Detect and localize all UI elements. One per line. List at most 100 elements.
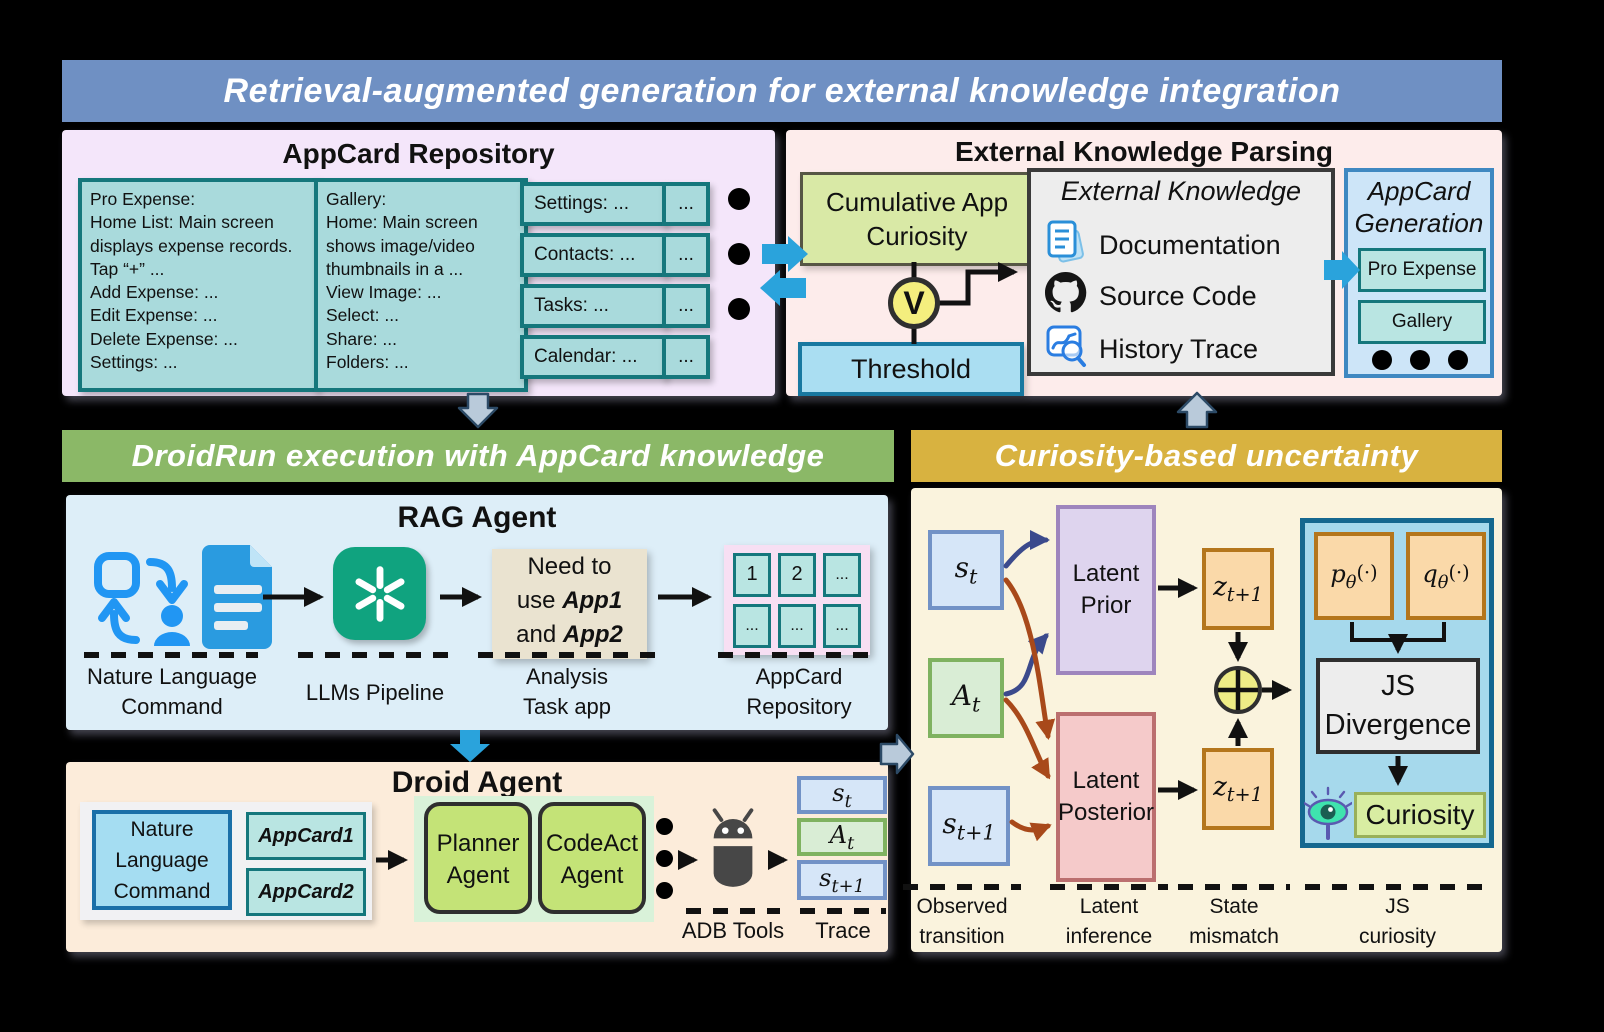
card-line: Edit Expense: ...: [90, 305, 218, 326]
arrow-repository-to-droidrun: [457, 392, 499, 429]
droidrun-banner-label: DroidRun execution with AppCard knowledg…: [131, 438, 825, 473]
external-knowledge-title: External Knowledge: [1060, 176, 1302, 206]
adb-tools-label: ADB Tools: [681, 918, 785, 943]
top-banner-label: Retrieval-augmented generation for exter…: [223, 71, 1341, 110]
threshold-box: Threshold: [798, 342, 1024, 396]
droidrun-banner: DroidRun execution with AppCard knowledg…: [62, 430, 894, 482]
grid-cell: 2: [778, 552, 816, 597]
agents-more-dot: [656, 850, 673, 867]
comparator-circle: V: [888, 277, 940, 329]
latent-prior-z-box: zt+1: [1202, 548, 1274, 630]
agents-more-dot: [656, 882, 673, 899]
top-banner: Retrieval-augmented generation for exter…: [62, 60, 1502, 122]
calendar-ellipsis-card: ...: [662, 335, 710, 379]
generation-more-dot: [1372, 350, 1392, 370]
pro-expense-appcard: Pro Expense: Home List: Main screen disp…: [78, 178, 318, 392]
grid-cell: ...: [778, 603, 816, 648]
agents-more-dot: [656, 818, 673, 835]
divider: [478, 652, 656, 658]
divider: [84, 652, 258, 658]
card-line: Settings: ...: [90, 351, 178, 372]
droid-nl-command-box: Nature Language Command: [92, 810, 232, 910]
settings-ellipsis-card: ...: [662, 182, 710, 226]
history-trace-label: History Trace: [1099, 334, 1259, 364]
card-line: Select: ...: [326, 305, 399, 326]
curiosity-banner-label: Curiosity-based uncertainty: [994, 438, 1419, 473]
contacts-ellipsis-card: ...: [662, 233, 710, 277]
divider: [1305, 884, 1490, 890]
divider: [298, 652, 450, 658]
tasks-appcard: Tasks: ...: [520, 284, 666, 328]
mini-repository-grid: 1 2 ... ... ... ...: [724, 545, 870, 655]
llms-pipeline-label: LLMs Pipeline: [305, 680, 445, 705]
more-cards-dot: [728, 298, 750, 320]
generation-title-line2: Generation: [1354, 208, 1484, 238]
q-theta-box: qθ(·): [1406, 532, 1486, 620]
grid-cell: 1: [733, 552, 771, 597]
trace-state-t-box: st: [797, 776, 887, 814]
arrow-curiosity-to-parsing: [1176, 391, 1218, 429]
gallery-appcard: Gallery: Home: Main screen shows image/v…: [314, 178, 528, 392]
more-cards-dot: [728, 243, 750, 265]
appcard2-box: AppCard2: [246, 868, 366, 916]
trace-label: Trace: [815, 918, 871, 943]
contacts-appcard: Contacts: ...: [520, 233, 666, 277]
divider: [1178, 884, 1290, 890]
external-knowledge-box: External Knowledge Documentation Source …: [1027, 168, 1335, 376]
trace-state-t1-box: st+1: [797, 860, 887, 900]
divider: [1050, 884, 1168, 890]
trace-action-t-box: At: [797, 818, 887, 856]
divider: [800, 908, 886, 914]
calendar-appcard: Calendar: ...: [520, 335, 666, 379]
github-icon: [1045, 272, 1087, 321]
state-t1-box: st+1: [928, 786, 1010, 866]
generation-more-dot: [1448, 350, 1468, 370]
parsing-title: External Knowledge Parsing: [954, 136, 1334, 167]
exchange-icon: [92, 548, 202, 657]
repository-title: AppCard Repository: [282, 138, 555, 169]
more-cards-dot: [728, 188, 750, 210]
card-line: Home List: Main screen displays expense …: [90, 212, 293, 279]
grid-cell: ...: [823, 603, 861, 648]
documentation-label: Documentation: [1099, 230, 1281, 260]
android-robot-icon: [702, 802, 764, 903]
analysis-need-box: Need to use App1 and App2: [492, 549, 647, 659]
grid-cell: ...: [733, 603, 771, 648]
rag-agent-title: RAG Agent: [397, 501, 557, 534]
p-theta-box: pθ(·): [1314, 532, 1394, 620]
openai-logo-icon: [333, 547, 426, 640]
card-line: Share: ...: [326, 328, 398, 349]
divider: [903, 884, 1021, 890]
action-t-box: At: [928, 658, 1004, 738]
card-line: Folders: ...: [326, 351, 409, 372]
card-line: Pro Expense:: [90, 189, 196, 209]
appcard-repository-panel: AppCard Repository Pro Expense: Home Lis…: [62, 130, 775, 396]
documentation-icon: [1045, 220, 1087, 271]
generation-title-line1: AppCard: [1367, 176, 1471, 206]
latent-posterior-z-box: zt+1: [1202, 748, 1274, 830]
arrow-rag-to-droid: [450, 730, 490, 762]
curiosity-output-box: Curiosity: [1354, 792, 1486, 838]
appcard-generation-box: AppCard Generation Pro Expense Gallery: [1344, 168, 1494, 378]
card-line: Gallery:: [326, 189, 387, 209]
divider: [686, 908, 780, 914]
generation-more-dot: [1410, 350, 1430, 370]
generated-pro-expense-card: Pro Expense: [1358, 248, 1486, 292]
settings-appcard: Settings: ...: [520, 182, 666, 226]
state-t-box: st: [928, 530, 1004, 610]
divider: [718, 652, 880, 658]
document-icon: [200, 543, 278, 656]
card-line: View Image: ...: [326, 282, 442, 303]
